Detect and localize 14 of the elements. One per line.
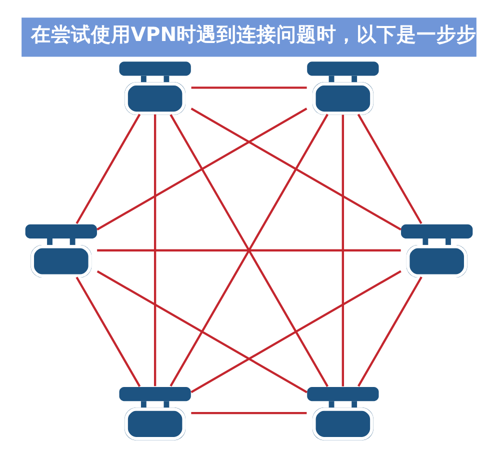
connector	[154, 114, 156, 386]
connector	[76, 276, 141, 387]
connector	[97, 249, 401, 252]
connector	[190, 270, 402, 394]
connector	[190, 108, 402, 231]
diagram-title: 在尝试使用VPN时遇到连接问题时，以下是一步步	[30, 22, 477, 46]
connector	[96, 270, 308, 394]
connector	[357, 114, 422, 224]
connector	[191, 86, 307, 89]
connector	[357, 276, 422, 387]
connector	[342, 114, 344, 386]
connector	[76, 114, 141, 224]
connector	[191, 412, 307, 414]
connector	[96, 108, 308, 231]
